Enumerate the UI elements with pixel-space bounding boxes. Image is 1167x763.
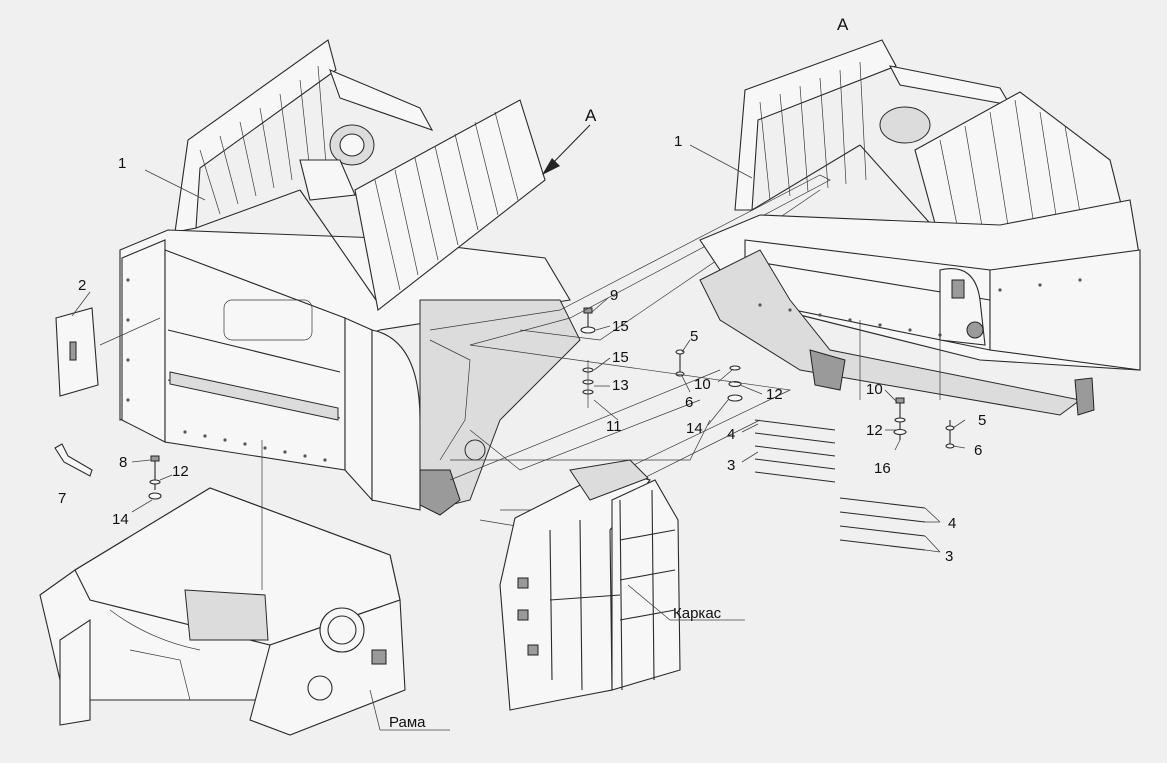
right-body-assembly (699, 39, 1141, 416)
callout-14-left: 14 (112, 511, 129, 528)
callout-1-left: 1 (118, 155, 126, 172)
callout-7: 7 (58, 490, 66, 507)
callout-16: 16 (874, 460, 891, 477)
left-grille-frame (174, 39, 337, 233)
left-inspection-window (223, 299, 313, 341)
callout-4-right: 4 (948, 515, 956, 532)
callout-3-middle: 3 (727, 457, 735, 474)
view-label-detail: А (837, 15, 849, 34)
callout-6-right: 6 (974, 442, 982, 459)
part-7-bracket (54, 443, 93, 477)
left-side-panel (121, 239, 166, 443)
caption-carcass: Каркас (673, 605, 722, 622)
view-label-main: А (585, 106, 597, 125)
callout-13: 13 (612, 377, 629, 394)
callout-12-right: 12 (866, 422, 883, 439)
left-top-rail (329, 69, 434, 131)
callout-14-middle: 14 (686, 420, 703, 437)
callout-2: 2 (78, 277, 86, 294)
callout-12-middle: 12 (766, 386, 783, 403)
fastener-stack-9-15-13-11 (580, 307, 596, 408)
right-top-rail (888, 65, 1012, 106)
carcass-karkas (499, 459, 745, 711)
callout-15-upper: 15 (612, 318, 629, 335)
leader-lines (71, 144, 966, 553)
callout-8: 8 (119, 454, 127, 471)
strips-3-4-middle (754, 419, 836, 483)
caption-frame: Рама (389, 714, 426, 731)
callout-5-right: 5 (978, 412, 986, 429)
left-body-assembly (119, 39, 581, 516)
callout-4-middle: 4 (727, 426, 735, 443)
callout-15-lower: 15 (612, 349, 629, 366)
fastener-stack-5-6-right (945, 420, 955, 449)
callout-5-middle: 5 (690, 328, 698, 345)
frame-rama (39, 440, 450, 736)
callout-11: 11 (606, 418, 622, 435)
fastener-stack-10-12-16 (893, 397, 907, 440)
view-arrow-a (542, 124, 591, 175)
left-hood-panel (354, 99, 546, 311)
callout-9: 9 (610, 287, 618, 304)
right-grille-frame (734, 39, 897, 211)
callout-10-middle: 10 (694, 376, 711, 393)
callout-3-right: 3 (945, 548, 953, 565)
callout-labels: А А 1 2 7 8 12 14 9 15 15 13 11 5 6 10 1… (58, 15, 986, 731)
callout-1-right: 1 (674, 133, 682, 150)
part-2-cover-plate (55, 307, 161, 397)
strips-3-4-right (839, 497, 926, 551)
callout-6-middle: 6 (685, 394, 693, 411)
callout-12-left: 12 (172, 463, 189, 480)
callout-10-right: 10 (866, 381, 883, 398)
fastener-stack-8-12-14 (148, 455, 162, 500)
hidden-outline-frame (429, 174, 831, 531)
